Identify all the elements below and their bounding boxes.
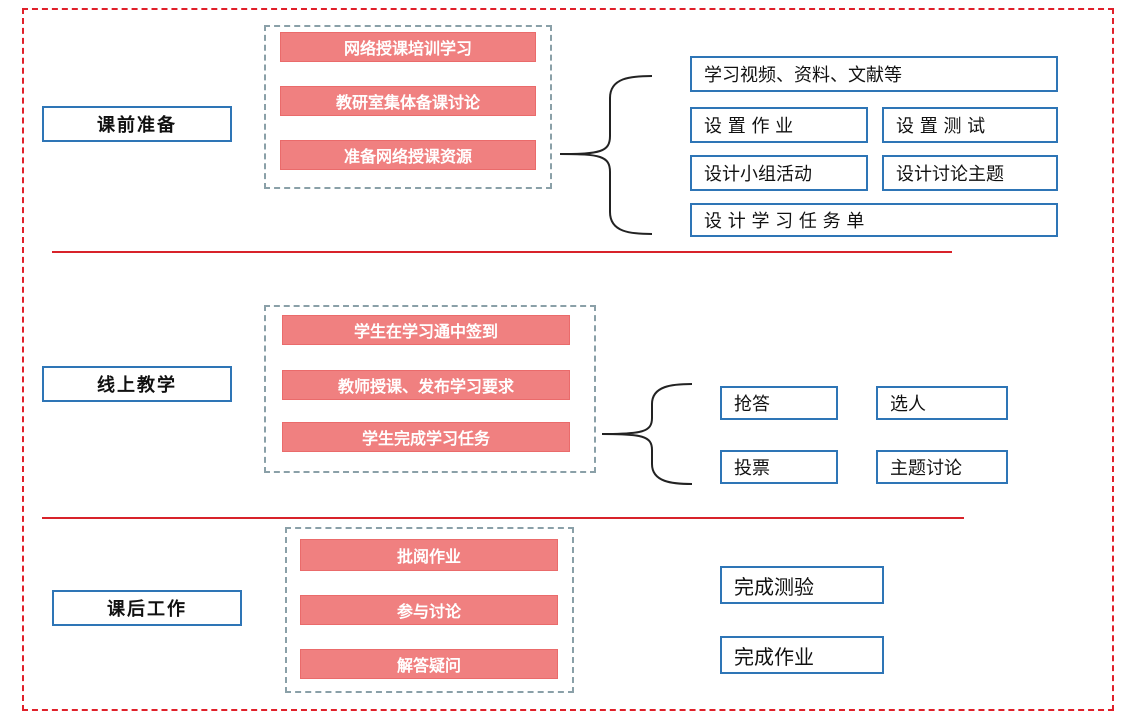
post-step-2: 参与讨论 — [300, 595, 558, 625]
section-divider-2 — [42, 517, 964, 519]
pre-steps-group — [264, 25, 552, 189]
pre-item-set-homework: 设 置 作 业 — [690, 107, 868, 143]
pre-item-set-test: 设 置 测 试 — [882, 107, 1058, 143]
post-step-3: 解答疑问 — [300, 649, 558, 679]
section-divider-1 — [52, 251, 952, 253]
post-step-1: 批阅作业 — [300, 539, 558, 571]
section-label-pre: 课前准备 — [42, 106, 232, 142]
section-label-post: 课后工作 — [52, 590, 242, 626]
section-label-online: 线上教学 — [42, 366, 232, 402]
online-step-2: 教师授课、发布学习要求 — [282, 370, 570, 400]
pre-step-2: 教研室集体备课讨论 — [280, 86, 536, 116]
pre-step-3: 准备网络授课资源 — [280, 140, 536, 170]
pre-step-1: 网络授课培训学习 — [280, 32, 536, 62]
online-step-1: 学生在学习通中签到 — [282, 315, 570, 345]
post-item-complete-homework: 完成作业 — [720, 636, 884, 674]
online-item-topic-discussion: 主题讨论 — [876, 450, 1008, 484]
pre-item-task-sheet: 设 计 学 习 任 务 单 — [690, 203, 1058, 237]
outer-frame — [22, 8, 1114, 711]
pre-item-video-materials: 学习视频、资料、文献等 — [690, 56, 1058, 92]
pre-item-discussion-topic: 设计讨论主题 — [882, 155, 1058, 191]
post-item-complete-quiz: 完成测验 — [720, 566, 884, 604]
post-steps-group — [285, 527, 574, 693]
online-steps-group — [264, 305, 596, 473]
online-step-3: 学生完成学习任务 — [282, 422, 570, 452]
pre-item-group-activity: 设计小组活动 — [690, 155, 868, 191]
online-item-pick-student: 选人 — [876, 386, 1008, 420]
online-item-vote: 投票 — [720, 450, 838, 484]
online-item-quick-answer: 抢答 — [720, 386, 838, 420]
